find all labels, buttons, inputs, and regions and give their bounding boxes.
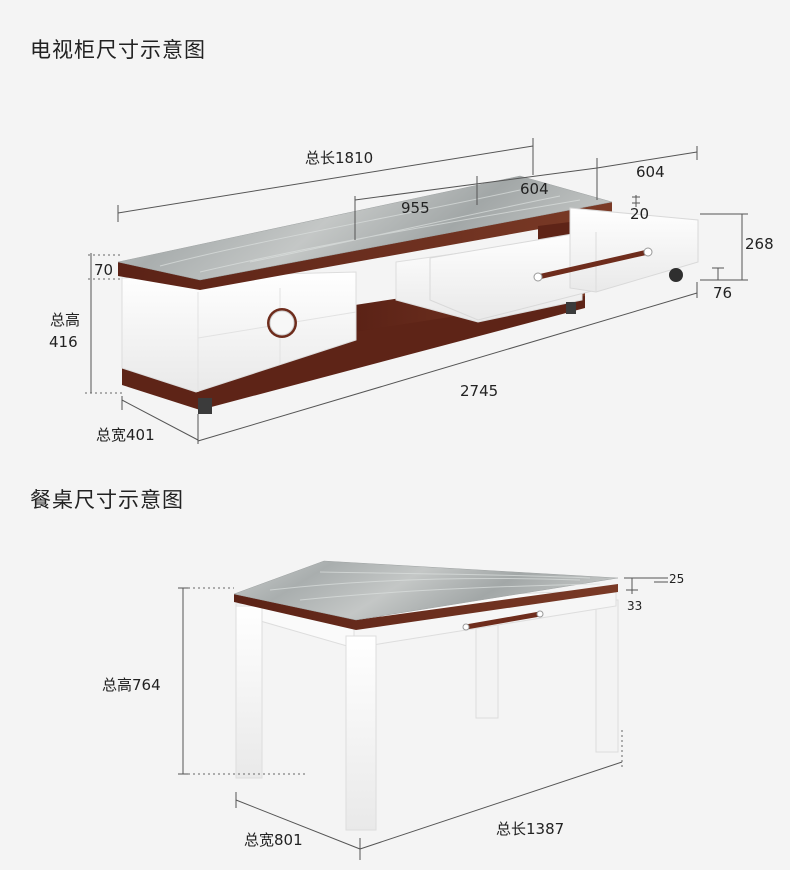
label-extended-length: 2745 <box>460 382 498 400</box>
tv-cabinet-drawer-extension <box>569 207 699 293</box>
tv-cabinet-title: 电视柜尺寸示意图 <box>30 38 206 62</box>
label-drawer-width-top: 604 <box>520 180 549 198</box>
table-top-edge <box>234 584 618 630</box>
label-table-width: 总宽801 <box>244 831 303 849</box>
label-foot-height: 76 <box>713 284 732 302</box>
label-center-span: 955 <box>401 199 430 217</box>
label-drawer-height: 268 <box>745 235 774 253</box>
label-drawer-width-side: 604 <box>636 163 665 181</box>
label-total-height-value: 416 <box>49 333 78 351</box>
dining-table-dimensions <box>178 577 668 860</box>
drawer-caster <box>669 268 683 282</box>
label-total-height-title: 总高 <box>50 311 80 329</box>
table-leg-front <box>345 635 377 831</box>
label-table-height: 总高764 <box>102 676 161 694</box>
label-total-length: 总长1810 <box>305 149 373 167</box>
tv-cabinet-plinth <box>122 296 585 410</box>
tv-cabinet-drawer <box>429 229 597 321</box>
table-drawer-handle <box>463 611 543 630</box>
label-table-length: 总长1387 <box>496 820 564 838</box>
table-leg-back <box>595 599 619 753</box>
table-leg-front <box>235 605 263 779</box>
tv-cabinet-foot <box>566 302 576 314</box>
tv-cabinet-marble-top <box>117 175 613 281</box>
label-table-top-thickness: 25 <box>669 572 684 586</box>
drawer-bar-handle <box>535 249 651 280</box>
dining-table-illustration <box>233 560 619 831</box>
label-top-thickness: 70 <box>94 261 113 279</box>
label-total-width: 总宽401 <box>96 426 155 444</box>
tv-cabinet-left-block <box>121 271 357 393</box>
dining-table-title: 餐桌尺寸示意图 <box>30 488 184 512</box>
label-drawer-gap: 20 <box>630 205 649 223</box>
label-table-apron: 33 <box>627 599 642 613</box>
tv-cabinet-foot <box>198 398 212 414</box>
tv-cabinet-dimensions <box>85 138 748 444</box>
tv-cabinet-illustration <box>117 175 699 414</box>
